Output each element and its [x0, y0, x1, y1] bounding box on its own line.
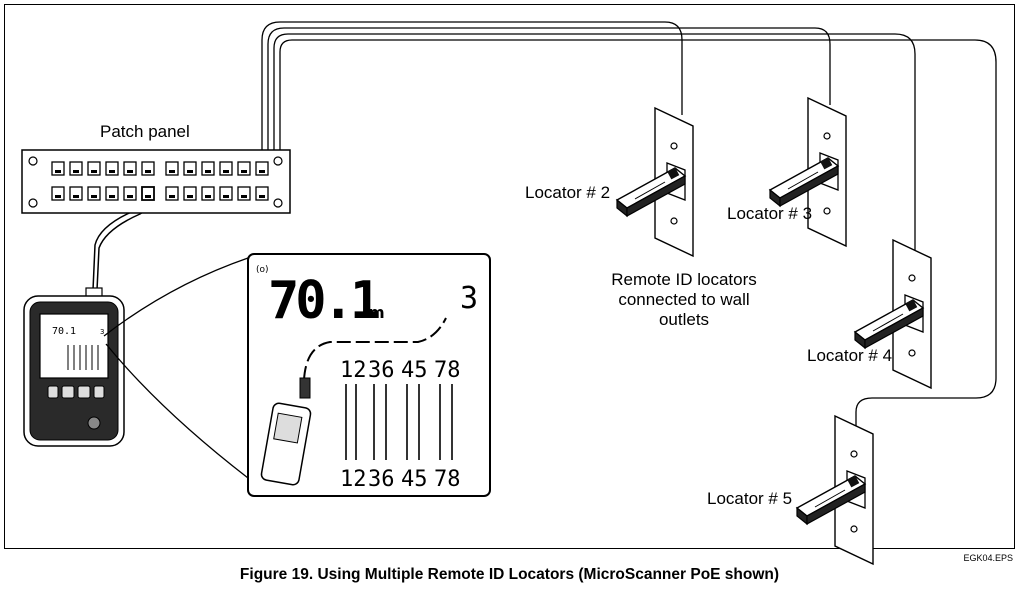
wall-outlet-locator-2 — [616, 107, 694, 257]
wall-outlet-locator-3 — [769, 97, 847, 247]
locator-2-label: Locator # 2 — [525, 183, 610, 202]
wall-outlet-locator-5 — [796, 415, 874, 565]
locator-4-label: Locator # 4 — [807, 346, 892, 365]
length-unit: m — [368, 303, 385, 322]
pair-bottom-36: 36 — [368, 467, 395, 492]
cables — [92, 21, 997, 430]
patch-panel — [21, 149, 291, 214]
zoom-lines — [103, 257, 249, 479]
file-code: EGK04.EPS — [963, 553, 1013, 563]
display-zoom: (o) — [247, 253, 491, 497]
figure-frame — [4, 4, 1015, 549]
svg-text:(o): (o) — [256, 265, 269, 275]
locator-3-label: Locator # 3 — [727, 204, 812, 223]
pair-bottom-78: 78 — [434, 467, 461, 492]
pair-bottom-45: 45 — [401, 467, 428, 492]
wall-outlet-locator-4 — [854, 239, 932, 389]
pair-top-78: 78 — [434, 358, 461, 383]
microscanner-tester: 70.1 3 — [23, 287, 125, 447]
remote-note-line-1: Remote ID locators — [611, 270, 757, 289]
pair-top-45: 45 — [401, 358, 428, 383]
remote-note-line-3: outlets — [659, 310, 709, 329]
locator-number: 3 — [460, 281, 478, 316]
length-value: 70.1 — [268, 271, 379, 331]
patch-panel-label: Patch panel — [100, 122, 190, 141]
figure-caption: Figure 19. Using Multiple Remote ID Loca… — [239, 566, 780, 583]
pair-top-36: 36 — [368, 358, 395, 383]
pair-top-12: 12 — [340, 358, 367, 383]
remote-note-line-2: connected to wall — [618, 290, 749, 309]
pair-bottom-12: 12 — [340, 467, 367, 492]
svg-text:3: 3 — [100, 328, 104, 336]
svg-text:70.1: 70.1 — [52, 326, 76, 337]
locator-5-label: Locator # 5 — [707, 489, 792, 508]
